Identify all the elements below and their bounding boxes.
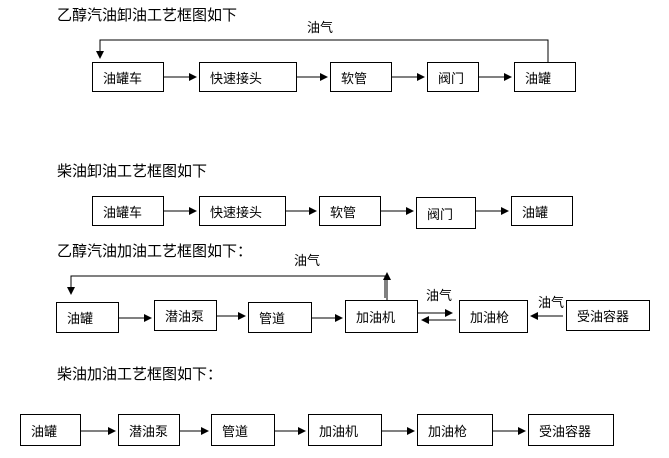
node-fuel-dispenser: 加油机: [345, 300, 418, 333]
section3-vapor-label-2: 油气: [426, 289, 453, 304]
node-fuel-nozzle: 加油枪: [417, 414, 493, 446]
node-tanker-truck: 油罐车: [92, 196, 164, 226]
node-receiving-container: 受油容器: [528, 414, 614, 446]
vapor-return-line-s3: [67, 275, 386, 298]
section1-title: 乙醇汽油卸油工艺框图如下: [57, 6, 238, 24]
section3-title: 乙醇汽油加油工艺框图如下：: [57, 242, 253, 260]
node-storage-tank: 油罐: [514, 62, 576, 92]
section4-title: 柴油加油工艺框图如下：: [57, 365, 223, 383]
node-storage-tank: 油罐: [511, 196, 573, 226]
vapor-return-line-s1: [96, 39, 549, 62]
node-storage-tank: 油罐: [20, 414, 81, 446]
node-hose: 软管: [330, 62, 392, 92]
node-tanker-truck: 油罐车: [92, 62, 164, 92]
node-fuel-nozzle: 加油枪: [459, 300, 528, 333]
node-hose: 软管: [319, 196, 381, 226]
section3-vapor-label-1: 油气: [294, 254, 321, 269]
node-quick-coupling: 快速接头: [199, 196, 286, 226]
node-pipeline: 管道: [248, 302, 312, 333]
section3-vapor-label-3: 油气: [538, 296, 565, 311]
node-quick-coupling: 快速接头: [199, 62, 297, 92]
section2-title: 柴油卸油工艺框图如下: [57, 162, 208, 180]
section1-vapor-label: 油气: [307, 21, 334, 36]
node-submersible-pump: 潜油泵: [154, 300, 217, 331]
node-fuel-dispenser: 加油机: [308, 414, 382, 446]
node-pipeline: 管道: [211, 414, 275, 446]
node-submersible-pump: 潜油泵: [118, 414, 180, 446]
node-valve: 阀门: [416, 197, 476, 229]
node-valve: 阀门: [427, 62, 479, 92]
node-receiving-container: 受油容器: [566, 300, 650, 331]
node-storage-tank: 油罐: [56, 302, 119, 333]
